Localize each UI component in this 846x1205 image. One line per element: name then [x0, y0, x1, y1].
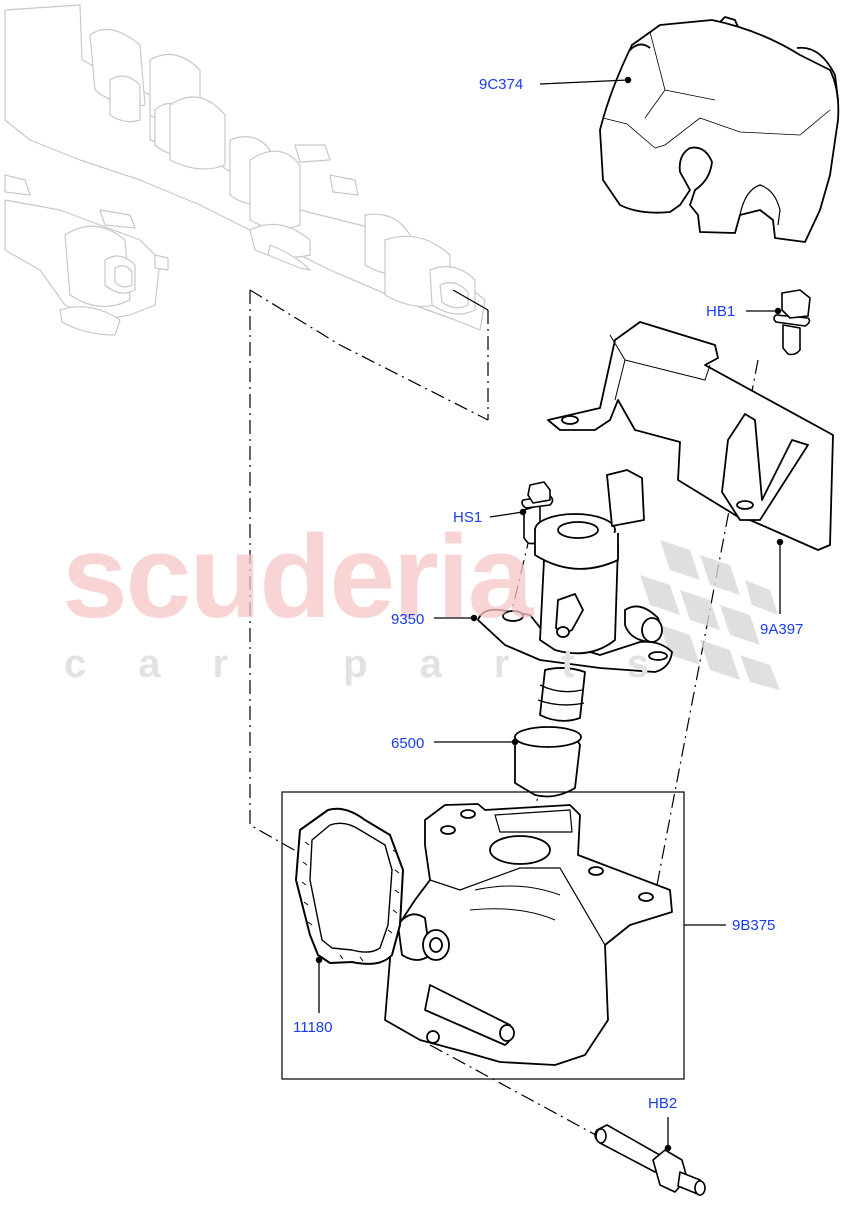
callout-9A397[interactable]: 9A397 [760, 621, 804, 638]
callout-9C374[interactable]: 9C374 [479, 76, 524, 93]
part-9350-fuel-pump[interactable] [477, 469, 673, 722]
part-9B375-frame [281, 791, 685, 1080]
callout-9B375[interactable]: 9B375 [732, 917, 776, 934]
callout-HS1[interactable]: HS1 [453, 509, 483, 526]
part-6500-tappet[interactable] [514, 726, 582, 798]
callout-6500[interactable]: 6500 [391, 735, 425, 752]
leader-lines [315, 76, 784, 1152]
callout-HB2[interactable]: HB2 [648, 1095, 678, 1112]
part-HB2-bolt[interactable] [594, 1124, 706, 1196]
part-9B375-housing[interactable] [384, 803, 673, 1066]
callout-11180[interactable]: 11180 [293, 1019, 333, 1036]
part-11180-gasket[interactable] [295, 807, 404, 965]
watermark-text: scuderia [62, 511, 533, 643]
part-9C374-cover[interactable] [599, 16, 840, 243]
part-HB1-bolt[interactable] [773, 289, 811, 356]
camshaft-ghost [4, 4, 486, 336]
watermark-subtext: car parts [64, 642, 701, 686]
callout-HB1[interactable]: HB1 [706, 303, 736, 320]
part-9A397-bracket[interactable] [547, 321, 834, 551]
callout-9350[interactable]: 9350 [391, 611, 425, 628]
